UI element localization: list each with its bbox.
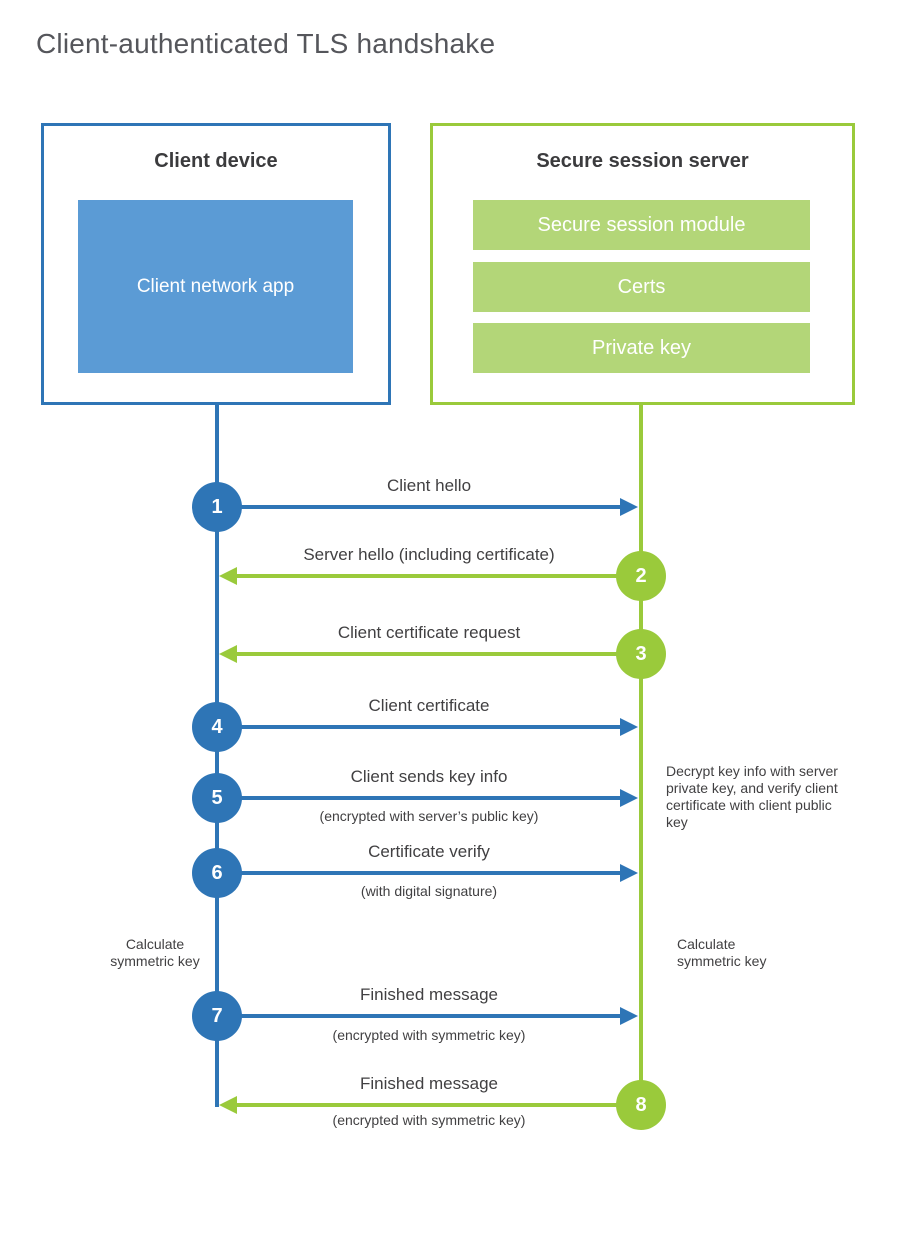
arrowhead-right-icon: [620, 864, 638, 882]
message-label-3: Client certificate request: [337, 623, 521, 642]
arrow-line-6: [219, 871, 622, 875]
arrowhead-right-icon: [620, 718, 638, 736]
arrow-line-1: [219, 505, 622, 509]
message-sublabel-8: (encrypted with symmetric key): [332, 1112, 526, 1128]
client-device-box: Client device Client network app: [41, 123, 391, 405]
step-badge-5: 5: [192, 773, 242, 823]
message-label-5: Client sends key info: [350, 767, 508, 786]
message-label-7: Finished message: [360, 985, 498, 1004]
arrow-line-2: [235, 574, 639, 578]
message-sublabel-7: (encrypted with symmetric key): [332, 1027, 526, 1043]
arrow-line-4: [219, 725, 622, 729]
secure-session-server-title: Secure session server: [536, 150, 749, 172]
calculate-symmetric-key-note-server: Calculate symmetric key: [677, 936, 767, 969]
server-lifeline: [639, 402, 643, 1106]
step-badge-6: 6: [192, 848, 242, 898]
message-sublabel-6: (with digital signature): [360, 883, 498, 899]
message-label-1: Client hello: [386, 476, 472, 495]
arrow-line-7: [219, 1014, 622, 1018]
calculate-symmetric-key-note-client: Calculate symmetric key: [110, 936, 200, 969]
secure-session-server-box: Secure session server Secure session mod…: [430, 123, 855, 405]
server-module-certs: Certs: [473, 262, 810, 312]
step-badge-8: 8: [616, 1080, 666, 1130]
message-sublabel-5: (encrypted with server’s public key): [319, 808, 539, 824]
page-title: Client-authenticated TLS handshake: [36, 28, 496, 59]
arrow-line-3: [235, 652, 639, 656]
client-lifeline: [215, 402, 219, 1107]
step-badge-7: 7: [192, 991, 242, 1041]
step-badge-1: 1: [192, 482, 242, 532]
arrowhead-right-icon: [620, 1007, 638, 1025]
step-badge-4: 4: [192, 702, 242, 752]
arrowhead-right-icon: [620, 789, 638, 807]
arrowhead-left-icon: [219, 567, 237, 585]
arrowhead-left-icon: [219, 645, 237, 663]
message-label-4: Client certificate: [368, 696, 490, 715]
message-label-8: Finished message: [360, 1074, 498, 1093]
arrowhead-right-icon: [620, 498, 638, 516]
step-badge-2: 2: [616, 551, 666, 601]
message-label-6: Certificate verify: [368, 842, 490, 861]
client-device-title: Client device: [154, 150, 278, 172]
arrowhead-left-icon: [219, 1096, 237, 1114]
arrow-line-8: [235, 1103, 639, 1107]
arrow-line-5: [219, 796, 622, 800]
client-network-app-block: Client network app: [78, 200, 353, 373]
step-badge-3: 3: [616, 629, 666, 679]
server-module-private-key: Private key: [473, 323, 810, 373]
server-module-secure-session: Secure session module: [473, 200, 810, 250]
message-label-2: Server hello (including certificate): [303, 545, 555, 564]
decrypt-key-note: Decrypt key info with server private key…: [666, 763, 838, 830]
